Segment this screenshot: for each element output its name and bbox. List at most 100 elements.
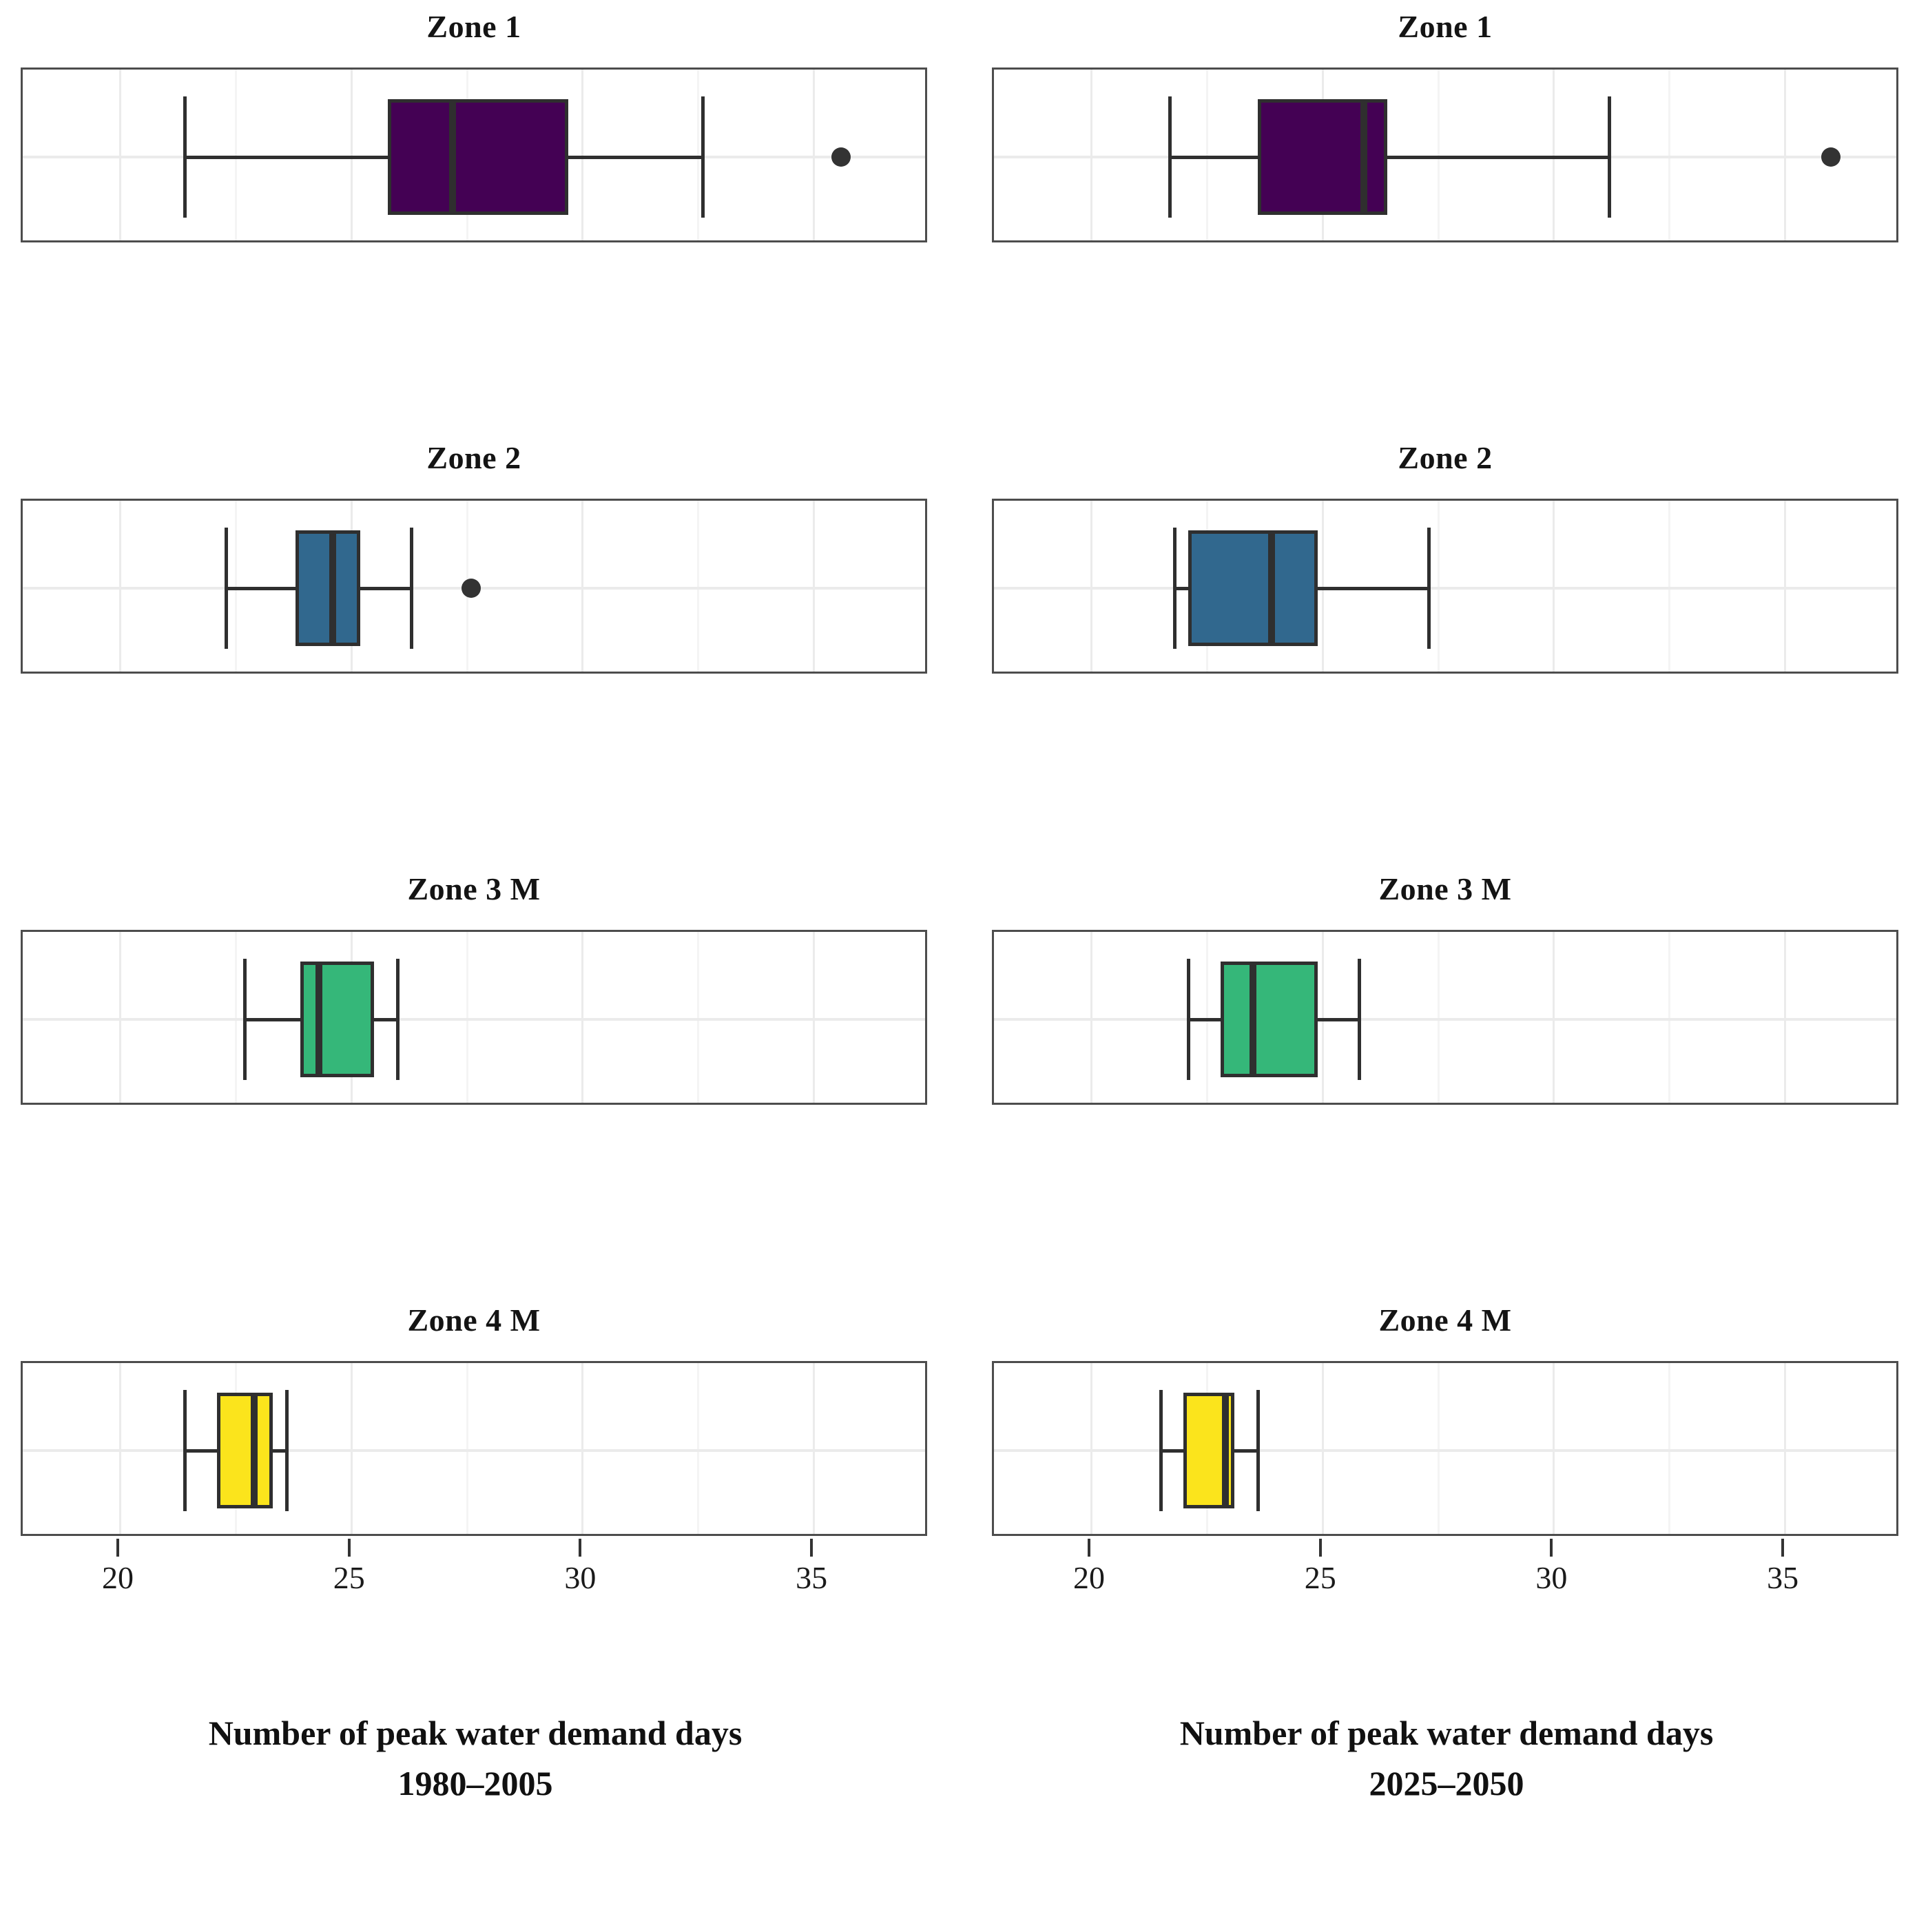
gridline-major [1090, 70, 1092, 240]
gridline-major [1553, 1363, 1555, 1534]
gridline-major [813, 501, 816, 672]
plot-panel-historical-2 [21, 499, 927, 674]
axis-tick [810, 1539, 813, 1557]
whisker-cap-low [1159, 1390, 1163, 1511]
gridline-major [1090, 1363, 1092, 1534]
x-axis-title-line2: 1980–2005 [397, 1763, 553, 1803]
whisker-cap-low [183, 1390, 187, 1511]
plot-panel-historical-3 [21, 930, 927, 1105]
median-line [1360, 99, 1368, 215]
whisker-cap-high [1608, 96, 1611, 218]
facet-title-2: Zone 2 [1398, 440, 1493, 475]
outlier-point [462, 579, 481, 598]
x-axis-title-line1: Number of peak water demand days [1179, 1714, 1714, 1752]
whisker-left [1188, 1018, 1221, 1021]
boxplot-historical-3 [23, 932, 925, 1103]
gridline-major [1784, 1363, 1787, 1534]
gridline-major [350, 1363, 353, 1534]
gridline-minor [466, 932, 468, 1103]
median-line [250, 1393, 258, 1508]
median-line [315, 962, 322, 1077]
box-iqr [217, 1393, 273, 1508]
gridline-minor [1437, 1363, 1440, 1534]
gridline-major [581, 501, 584, 672]
facet-title-2: Zone 2 [426, 440, 521, 475]
facet-title-1: Zone 1 [1398, 9, 1493, 44]
axis-tick-label: 25 [333, 1560, 365, 1595]
whisker-cap-low [1187, 959, 1190, 1080]
boxplot-future-1 [994, 70, 1896, 240]
axis-tick-label: 35 [796, 1560, 828, 1595]
boxplot-future-4 [994, 1363, 1896, 1534]
x-axis-title-line2: 2025–2050 [1369, 1763, 1524, 1803]
whisker-cap-high [395, 959, 400, 1080]
whisker-right [1318, 587, 1429, 590]
whisker-cap-low [1168, 96, 1172, 218]
gridline-minor [697, 932, 700, 1103]
outlier-point [1821, 147, 1841, 167]
gridline-major [1321, 1363, 1324, 1534]
axis-tick [116, 1539, 119, 1557]
axis-tick [1781, 1539, 1785, 1557]
facet-title-3: Zone 3 M [407, 871, 541, 906]
gridline-minor [1437, 932, 1440, 1103]
boxplot-historical-1 [23, 70, 925, 240]
gridline-major [119, 501, 121, 672]
gridline-minor [697, 70, 700, 240]
whisker-cap-low [1172, 528, 1177, 649]
median-line [1221, 1393, 1229, 1508]
gridline-horizontal [23, 1449, 925, 1452]
gridline-major [581, 1363, 584, 1534]
gridline-major [581, 932, 584, 1103]
whisker-cap-high [1256, 1390, 1260, 1511]
box-iqr [296, 530, 361, 646]
median-line [1267, 530, 1275, 646]
gridline-minor [1205, 932, 1208, 1103]
plot-panel-historical-4 [21, 1361, 927, 1536]
axis-tick [347, 1539, 351, 1557]
gridline-major [350, 70, 353, 240]
gridline-minor [234, 932, 237, 1103]
facet-title-4: Zone 4 M [1378, 1302, 1512, 1338]
whisker-left [1170, 156, 1258, 159]
boxplot-historical-2 [23, 501, 925, 672]
box-iqr [1188, 530, 1318, 646]
whisker-right [360, 587, 411, 590]
whisker-right [1234, 1449, 1258, 1453]
gridline-major [581, 70, 584, 240]
whisker-right [272, 1449, 287, 1453]
gridline-minor [1437, 501, 1440, 672]
gridline-minor [697, 1363, 700, 1534]
whisker-cap-high [1427, 528, 1431, 649]
gridline-minor [466, 1363, 468, 1534]
gridline-major [1090, 501, 1092, 672]
gridline-minor [1668, 501, 1671, 672]
axis-tick [1088, 1539, 1090, 1557]
axis-tick [1318, 1539, 1322, 1557]
boxplot-future-2 [994, 501, 1896, 672]
whisker-cap-high [284, 1390, 289, 1511]
gridline-horizontal [994, 1449, 1896, 1452]
plot-panel-future-1 [992, 67, 1898, 242]
gridline-horizontal [994, 1018, 1896, 1021]
whisker-right [568, 156, 703, 159]
box-iqr [1221, 962, 1318, 1077]
whisker-left [185, 1449, 217, 1453]
axis-tick-label: 20 [102, 1560, 134, 1595]
whisker-left [226, 587, 296, 590]
gridline-major [119, 70, 121, 240]
gridline-minor [1205, 70, 1208, 240]
box-iqr [1257, 99, 1387, 215]
whisker-right [374, 1018, 397, 1021]
gridline-major [1784, 70, 1787, 240]
x-axis-title-line1: Number of peak water demand days [208, 1714, 743, 1752]
gridline-major [1784, 932, 1787, 1103]
box-iqr [388, 99, 569, 215]
gridline-major [1784, 501, 1787, 672]
gridline-minor [234, 501, 237, 672]
facet-title-1: Zone 1 [426, 9, 521, 44]
gridline-horizontal [994, 587, 1896, 590]
